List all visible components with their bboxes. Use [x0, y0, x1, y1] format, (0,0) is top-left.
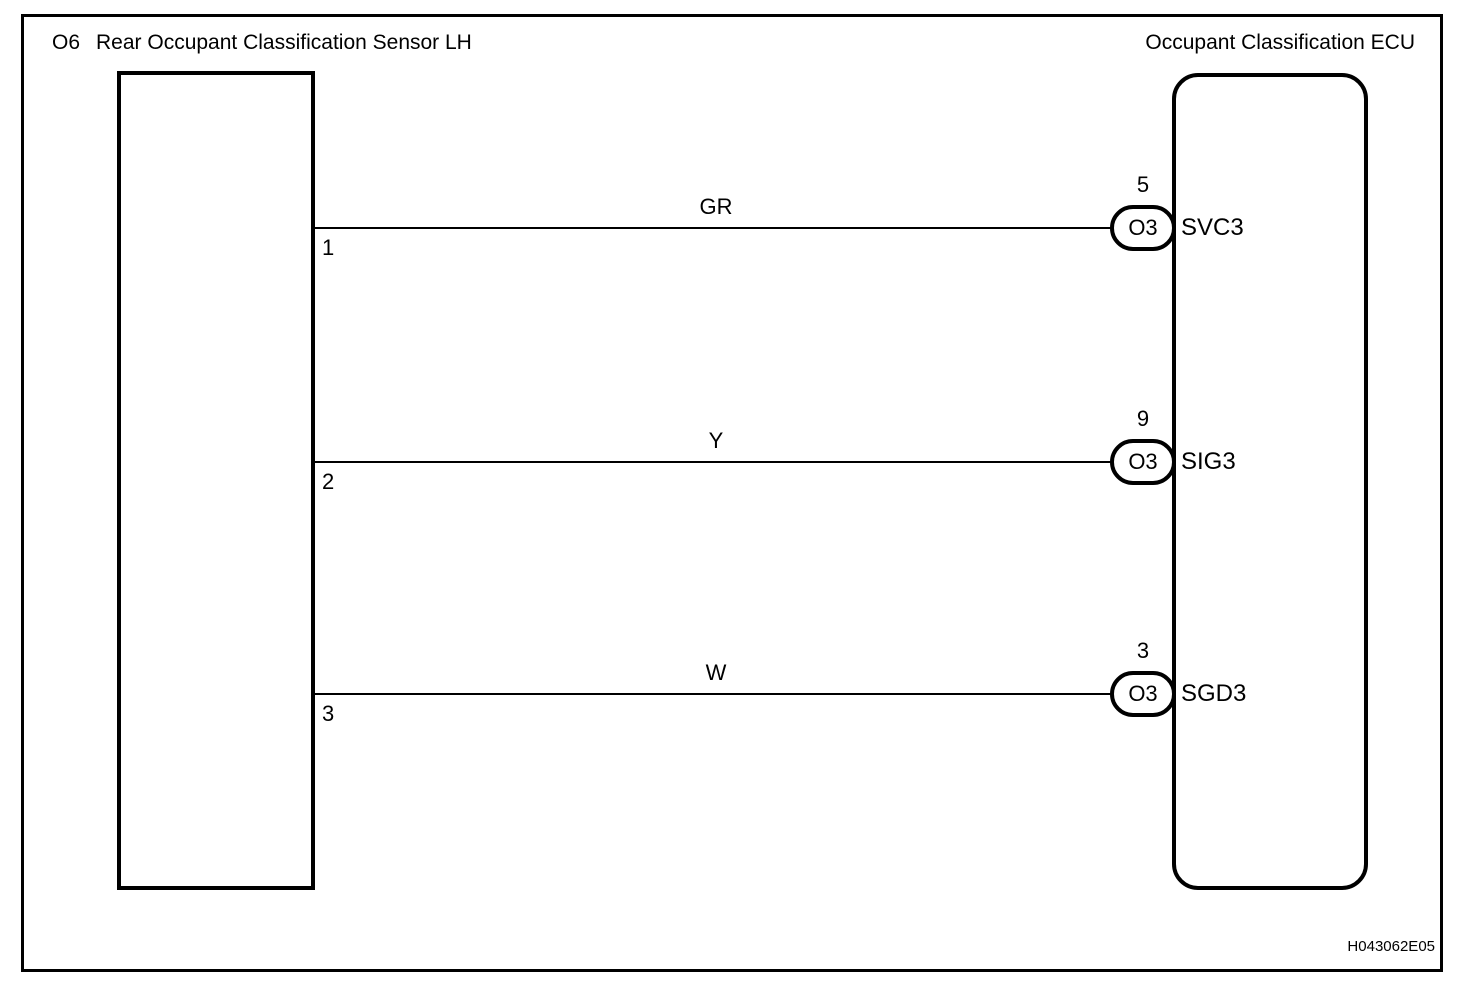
figure-code: H043062E05: [1347, 938, 1435, 955]
wire-line: [315, 227, 1112, 229]
sensor-box: [117, 71, 315, 890]
terminal-label: SGD3: [1181, 680, 1247, 707]
ecu-pin-number: 9: [1136, 406, 1150, 431]
connector-oval: O3: [1110, 439, 1176, 485]
wire-line: [315, 693, 1112, 695]
sensor-pin-number: 3: [322, 701, 335, 726]
ecu-pin-number: 5: [1136, 172, 1150, 197]
left-component-title: O6 Rear Occupant Classification Sensor L…: [52, 31, 472, 55]
wire-color-label: Y: [708, 428, 724, 453]
left-component-name: Rear Occupant Classification Sensor LH: [96, 31, 472, 54]
connector-oval: O3: [1110, 671, 1176, 717]
wire-color-label: GR: [699, 194, 733, 219]
wire-color-label: W: [705, 660, 727, 685]
terminal-label: SIG3: [1181, 448, 1236, 475]
left-component-id: O6: [52, 31, 81, 54]
sensor-pin-number: 2: [322, 469, 335, 494]
connector-oval: O3: [1110, 205, 1176, 251]
ecu-pin-number: 3: [1136, 638, 1150, 663]
ecu-box: [1172, 73, 1368, 890]
sensor-pin-number: 1: [322, 235, 335, 260]
terminal-label: SVC3: [1181, 214, 1244, 241]
wire-line: [315, 461, 1112, 463]
right-component-title: Occupant Classification ECU: [1145, 31, 1415, 54]
